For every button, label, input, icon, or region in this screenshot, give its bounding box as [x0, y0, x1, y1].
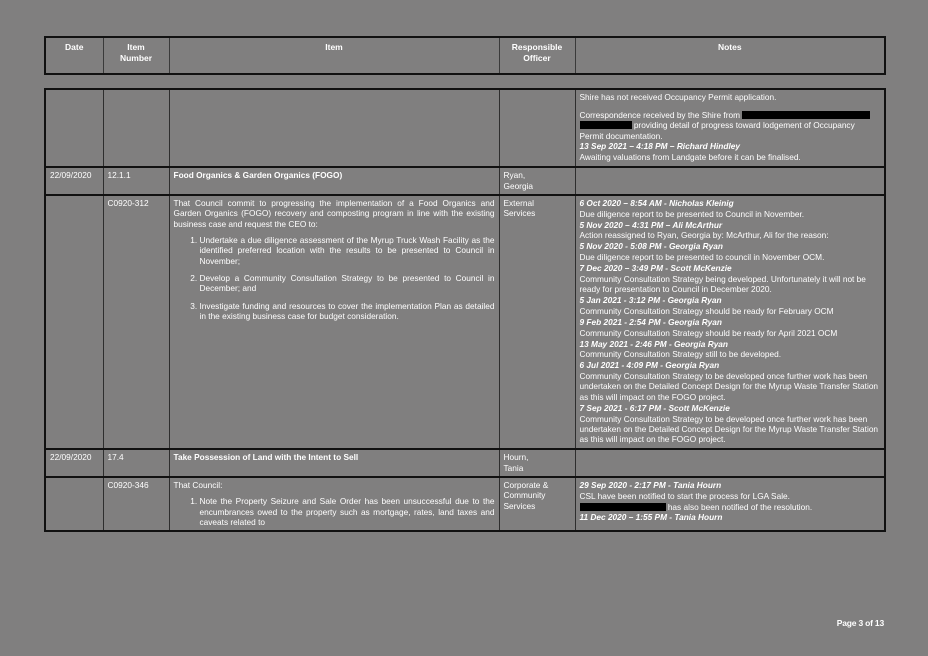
note-timestamp: 29 Sep 2020 - 2:17 PM - Tania Hourn	[579, 479, 722, 490]
note-text: Due diligence report to be presented to …	[579, 252, 825, 263]
note-text: Due diligence report to be presented to …	[579, 208, 805, 219]
officer-name-line2: Services	[503, 208, 536, 219]
cell-notes	[574, 448, 886, 478]
table-row: 22/09/2020 12.1.1 Food Organics & Garden…	[44, 166, 886, 196]
note-text: Community Consultation Strategy should b…	[579, 327, 838, 338]
cell-date	[44, 475, 104, 533]
note-timestamp: 5 Jan 2021 - 3:12 PM - Georgia Ryan	[579, 295, 722, 306]
resolution-intro: That Council commit to progressing the i…	[173, 197, 495, 229]
cell-date	[44, 193, 104, 450]
header-row: Date Item Number Item Responsible Office…	[44, 36, 886, 75]
cell-item-number	[102, 88, 170, 168]
table-row: C0920-346 That Council: Note the Propert…	[44, 475, 886, 533]
list-item: Investigate funding and resources to cov…	[200, 301, 495, 322]
item-title: Take Possession of Land with the Intent …	[173, 452, 359, 463]
officer-name-line1: External	[503, 197, 534, 208]
column-header-notes: Notes	[574, 36, 886, 75]
list-item: Undertake a due diligence assessment of …	[200, 235, 495, 266]
note-text-after-redaction: has also been notified of the resolution…	[667, 501, 813, 512]
note-timestamp: 5 Nov 2020 – 4:31 PM – Ali McArthur	[579, 219, 723, 230]
column-header-date: Date	[44, 36, 104, 75]
note-text: Community Consultation Strategy still to…	[579, 349, 782, 360]
cell-responsible-officer	[498, 88, 576, 168]
column-header-responsible-officer-line2: Officer	[523, 52, 551, 63]
cell-date	[44, 88, 104, 168]
resolution-points-list: Note the Property Seizure and Sale Order…	[174, 496, 495, 527]
note-text-before-redaction: Correspondence received by the Shire fro…	[579, 109, 741, 120]
cell-date: 22/09/2020	[44, 166, 104, 196]
note-timestamp: 5 Nov 2020 - 5:08 PM - Georgia Ryan	[579, 241, 723, 252]
note-text-redacted: has also been notified of the resolution…	[579, 501, 881, 512]
note-timestamp: 11 Dec 2020 – 1:55 PM - Tania Hourn	[579, 512, 723, 523]
cell-date: 22/09/2020	[44, 448, 104, 478]
column-header-item-number-line2: Number	[119, 52, 153, 63]
item-title: Food Organics & Garden Organics (FOGO)	[173, 170, 343, 181]
officer-name-line2: Tania	[503, 462, 524, 473]
table-row: Shire has not received Occupancy Permit …	[44, 88, 886, 168]
table-row: C0920-312 That Council commit to progres…	[44, 193, 886, 450]
column-header-responsible-officer-line1: Responsible	[511, 42, 563, 52]
note-timestamp: 7 Sep 2021 - 6:17 PM - Scott McKenzie	[579, 402, 730, 413]
cell-item: Food Organics & Garden Organics (FOGO)	[168, 166, 500, 196]
column-header-item: Item	[168, 36, 500, 75]
cell-resolution-number: C0920-346	[102, 475, 170, 533]
cell-item: That Council: Note the Property Seizure …	[168, 475, 500, 533]
note-spacer	[580, 103, 881, 110]
note-timestamp: 6 Jul 2021 - 4:09 PM - Georgia Ryan	[579, 360, 720, 371]
table-row: 22/09/2020 17.4 Take Possession of Land …	[44, 448, 886, 478]
table-body-block: Shire has not received Occupancy Permit …	[44, 88, 886, 533]
cell-notes	[574, 166, 886, 196]
column-header-responsible-officer: Responsible Officer	[498, 36, 576, 75]
note-text: Community Consultation Strategy to be de…	[579, 371, 879, 402]
officer-name-line1: Ryan,	[503, 170, 526, 181]
cell-item	[168, 88, 500, 168]
note-text: Community Consultation Strategy being de…	[579, 273, 866, 295]
note-text: Shire has not received Occupancy Permit …	[579, 92, 777, 102]
page-footer: Page 3 of 13	[836, 618, 884, 628]
cell-item-number: 12.1.1	[102, 166, 170, 196]
action-register-table: Shire has not received Occupancy Permit …	[44, 88, 886, 533]
note-text: Awaiting valuations from Landgate before…	[579, 152, 801, 163]
redaction-bar	[579, 121, 632, 130]
list-item: Develop a Community Consultation Strateg…	[200, 273, 495, 294]
cell-notes: Shire has not received Occupancy Permit …	[574, 88, 886, 168]
resolution-points-list: Undertake a due diligence assessment of …	[174, 235, 495, 322]
officer-name-line2: Community	[503, 490, 546, 501]
note-text: CSL have been notified to start the proc…	[579, 490, 790, 501]
cell-responsible-officer: Corporate & Community Services	[498, 475, 576, 533]
table-header-block: Date Item Number Item Responsible Office…	[44, 36, 886, 76]
cell-responsible-officer: Ryan, Georgia	[498, 166, 576, 196]
note-timestamp: 9 Feb 2021 - 2:54 PM - Georgia Ryan	[579, 316, 722, 327]
column-header-item-number: Item Number	[102, 36, 170, 75]
list-item: Note the Property Seizure and Sale Order…	[200, 496, 495, 527]
cell-notes: 6 Oct 2020 – 8:54 AM - Nicholas Kleinig …	[574, 193, 886, 450]
column-header-table: Date Item Number Item Responsible Office…	[44, 36, 886, 76]
officer-name-line2: Georgia	[503, 180, 534, 191]
note-text: Community Consultation Strategy to be de…	[579, 413, 879, 445]
note-timestamp: 7 Dec 2020 – 3:49 PM - Scott McKenzie	[579, 263, 732, 274]
officer-name-line1: Corporate &	[503, 479, 549, 490]
note-timestamp: 13 May 2021 - 2:46 PM - Georgia Ryan	[579, 338, 729, 349]
column-header-item-number-line1: Item	[127, 42, 145, 52]
cell-resolution-number: C0920-312	[102, 193, 170, 450]
note-text-after-redaction: providing detail of progress toward lodg…	[579, 120, 855, 141]
note-text: Community Consultation Strategy should b…	[579, 305, 834, 316]
officer-name-line1: Hourn,	[503, 452, 529, 463]
note-text: Action reassigned to Ryan, Georgia by: M…	[579, 230, 829, 241]
cell-notes: 29 Sep 2020 - 2:17 PM - Tania Hourn CSL …	[574, 475, 886, 533]
officer-name-line3: Services	[503, 500, 536, 511]
note-text-redacted: Correspondence received by the Shire fro…	[579, 109, 881, 141]
resolution-intro: That Council:	[173, 479, 223, 490]
cell-responsible-officer: External Services	[498, 193, 576, 450]
cell-item-number: 17.4	[102, 448, 170, 478]
cell-item: That Council commit to progressing the i…	[168, 193, 500, 450]
note-timestamp: 6 Oct 2020 – 8:54 AM - Nicholas Kleinig	[579, 197, 734, 208]
cell-responsible-officer: Hourn, Tania	[498, 448, 576, 478]
redaction-bar	[579, 502, 666, 511]
redaction-bar	[742, 110, 871, 119]
note-timestamp: 13 Sep 2021 – 4:18 PM – Richard Hindley	[579, 141, 740, 152]
cell-item: Take Possession of Land with the Intent …	[168, 448, 500, 478]
